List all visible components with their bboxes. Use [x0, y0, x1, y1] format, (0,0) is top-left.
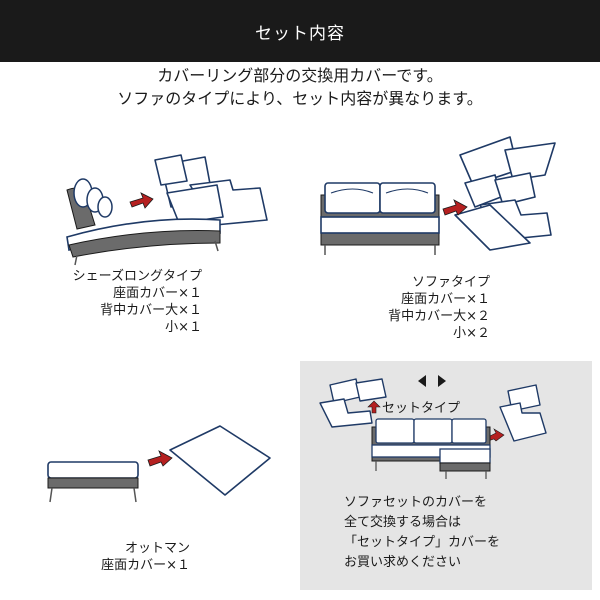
swap-right-icon [438, 375, 446, 387]
sofa-caption: ソファタイプ 座面カバー×１ 背中カバー大×２ 小×２ [388, 274, 490, 342]
set-type-panel: セットタイプ ソファセットのカバーを 全て交換する場合は 「セットタイプ」カバー… [300, 361, 592, 590]
sofa-back-cover-small: 小×２ [453, 326, 490, 341]
set-note-line-1: ソファセットのカバーを [344, 495, 488, 510]
sofa-seat-cover: 座面カバー×１ [401, 292, 490, 307]
header-bar: セット内容 [0, 0, 600, 62]
chaise-sofa [66, 178, 221, 266]
set-arrow-up-icon [367, 400, 381, 414]
set-note-line-4: お買い求めください [344, 555, 462, 570]
chaise-back-cover-large: 背中カバー大×１ [100, 303, 202, 318]
chaise-seat-cover: 座面カバー×１ [113, 286, 202, 301]
chaise-back-cover-small: 小×１ [165, 320, 202, 335]
ottoman-caption: オットマン 座面カバー×１ [101, 540, 190, 574]
intro-text: カバーリング部分の交換用カバーです。 ソファのタイプにより、セット内容が異なりま… [0, 64, 600, 110]
sofa-type-label: ソファタイプ [411, 275, 490, 290]
set-note-line-3: 「セットタイプ」カバーを [344, 535, 501, 550]
sofa-body [320, 182, 440, 255]
intro-line-1: カバーリング部分の交換用カバーです。 [157, 66, 443, 85]
page-title: セット内容 [255, 23, 345, 44]
ottoman-body [47, 461, 139, 503]
swap-left-icon [418, 375, 426, 387]
ottoman-type-label: オットマン [124, 541, 190, 556]
ottoman-illustration [47, 425, 271, 503]
set-type-note: ソファセットのカバーを 全て交換する場合は 「セットタイプ」カバーを お買い求め… [344, 493, 500, 573]
ottoman-cover-piece [169, 425, 271, 496]
set-sofa [371, 418, 491, 479]
set-type-illustration [319, 375, 547, 479]
chaise-arrow-icon [129, 192, 154, 209]
ottoman-seat-cover: 座面カバー×１ [101, 558, 190, 573]
chaise-illustration [66, 154, 268, 266]
ottoman-arrow-icon [147, 450, 173, 467]
chaise-type-label: シェーズロングタイプ [72, 269, 202, 284]
set-note-line-2: 全て交換する場合は [344, 515, 462, 530]
sofa-illustration [320, 136, 556, 255]
sofa-arrow-icon [442, 199, 468, 216]
set-type-label: セットタイプ [382, 401, 461, 416]
chaise-caption: シェーズロングタイプ 座面カバー×１ 背中カバー大×１ 小×１ [73, 268, 202, 336]
sofa-cover-pieces [454, 136, 556, 251]
intro-line-2: ソファのタイプにより、セット内容が異なります。 [117, 89, 483, 108]
chaise-cover-pieces [154, 154, 268, 226]
sofa-back-cover-large: 背中カバー大×２ [388, 309, 490, 324]
